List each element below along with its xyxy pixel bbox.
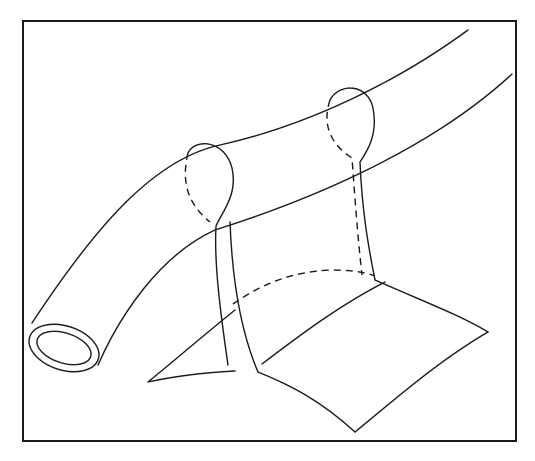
tube-open-end-inner (33, 325, 96, 371)
fin-left-flange (148, 310, 235, 382)
left-collar-hidden-outline (185, 153, 210, 222)
curved-tube (23, 30, 512, 380)
fin-plate (148, 270, 488, 432)
tube-upper-edge (32, 30, 468, 323)
fin-far-edge (375, 280, 488, 332)
tube-lower-edge (98, 74, 512, 365)
fin-fold-line (262, 282, 385, 364)
right-collar-hidden-outline (327, 100, 362, 275)
fin-right-edge (355, 332, 488, 432)
fin-bottom-edge (258, 372, 355, 432)
right-collar (327, 88, 375, 280)
tube-open-end-outer (23, 316, 105, 380)
left-collar (185, 144, 258, 372)
left-collar-visible-outline (188, 144, 233, 365)
figure-frame (23, 21, 516, 441)
